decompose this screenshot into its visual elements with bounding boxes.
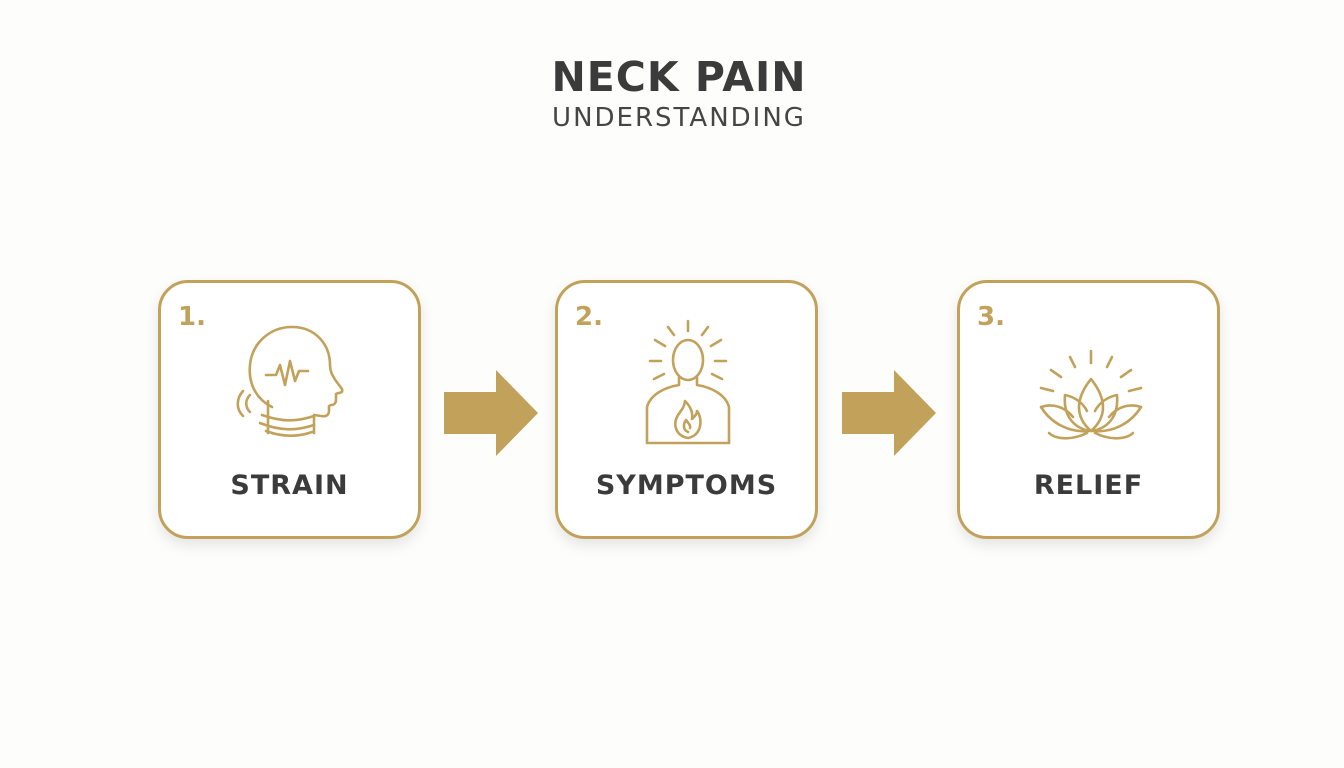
step-label: RELIEF [1033, 470, 1144, 501]
step-label: STRAIN [230, 470, 349, 501]
step-number: 3. [977, 302, 1005, 332]
arrow-right-icon [842, 370, 936, 456]
page-subtitle: UNDERSTANDING [552, 103, 806, 133]
step-number: 2. [575, 302, 603, 332]
page-title: NECK PAIN [551, 53, 807, 101]
step-label: SYMPTOMS [595, 470, 778, 501]
step-card-symptoms: 2. SYMPTOMS [555, 280, 818, 539]
head-neck-strain-icon [236, 325, 344, 437]
step-card-strain: 1. STRAIN [158, 280, 421, 539]
arrow-right-icon [444, 370, 538, 456]
step-number: 1. [178, 302, 206, 332]
lotus-icon [1039, 349, 1143, 440]
step-card-relief: 3. RELIEF [957, 280, 1220, 539]
person-inflammation-icon [645, 319, 731, 445]
